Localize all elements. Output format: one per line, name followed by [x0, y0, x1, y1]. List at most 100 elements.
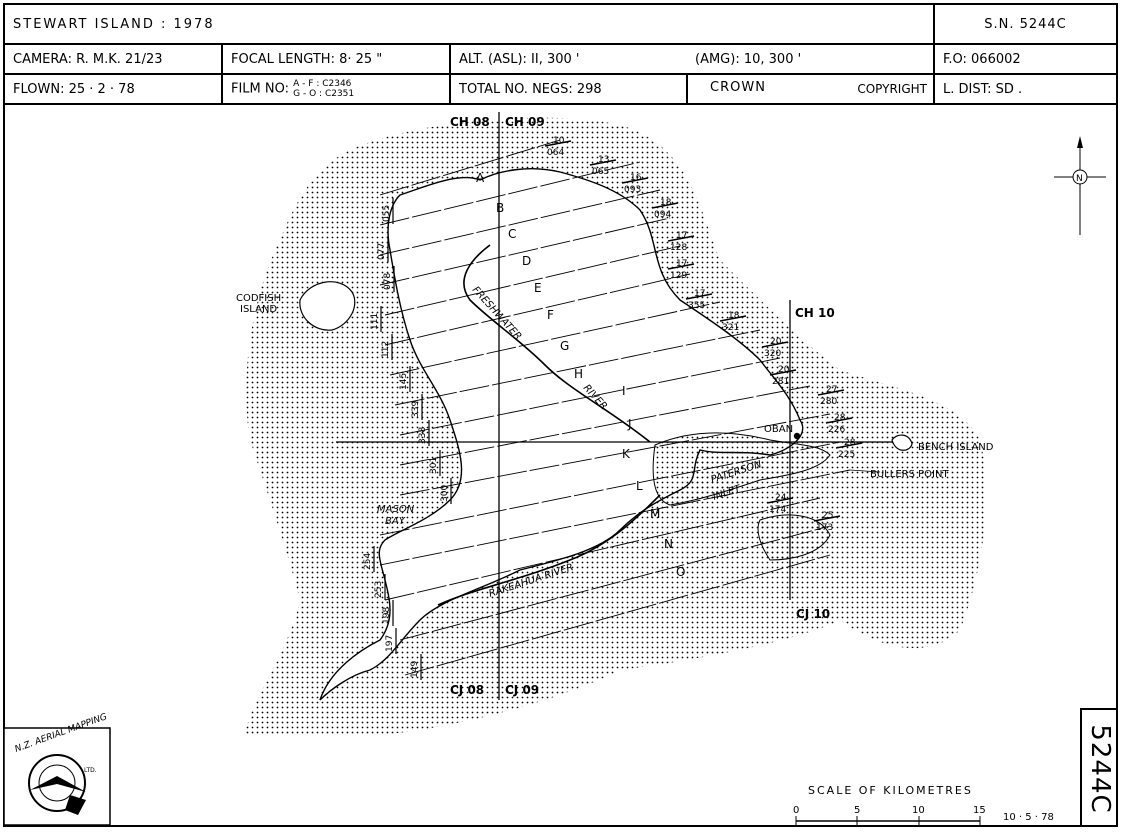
film-cell: FILM NO: A - F : C2346 G - O : C2351 [221, 73, 451, 105]
right-frame-bottom: 093 [624, 185, 641, 195]
scale-tick-10: 10 [912, 805, 925, 816]
left-frame-numbers: 0550770781111121453393383013002542531981… [363, 198, 452, 680]
run-letter-o: O [676, 565, 685, 579]
right-frame-bottom: 173 [816, 523, 833, 533]
right-frame-divider [685, 293, 713, 300]
right-frame-top: 28 [834, 413, 846, 423]
run-letter-g: G [560, 339, 569, 353]
film-a: A - F : C2346 [293, 79, 352, 89]
scale-tick-0: 0 [793, 805, 799, 816]
header-table: STEWART ISLAND : 1978 S.N. 5244C CAMERA:… [3, 3, 1118, 105]
camera-cell: CAMERA: R. M.K. 21/23 [3, 43, 223, 75]
oban-dot [793, 432, 801, 440]
right-frame-bottom: 281 [772, 377, 789, 387]
right-frame-top: 25 [822, 511, 833, 521]
flight-runs [379, 139, 851, 676]
scale-bar: 0 5 10 15 [793, 805, 986, 826]
run-letter-m: M [650, 507, 660, 521]
left-frame-112: 112 [381, 341, 391, 358]
right-frame-bottom: 128 [670, 243, 687, 253]
crown-text: CROWN [710, 80, 766, 95]
right-frame-top: 27 [826, 385, 837, 395]
right-frame-divider [651, 202, 679, 209]
rakeahua-river [437, 494, 661, 606]
right-frame-bottom: 129 [670, 271, 687, 281]
alt-amg-cell: (AMG): 10, 300 ' [687, 43, 935, 75]
north-arrow-icon: N [1054, 136, 1106, 235]
right-frame-top: 10 [553, 136, 565, 146]
grid-label-ch09: CH 09 [505, 115, 545, 129]
codfish-island-shape [299, 281, 356, 331]
mason-label-2: BAY [385, 516, 406, 527]
run-letter-h: H [574, 367, 583, 381]
right-frame-divider [667, 235, 695, 242]
mason-label-1: MASON [377, 504, 415, 515]
right-frame-divider [835, 442, 863, 449]
left-frame-300: 300 [440, 485, 450, 502]
left-frame-077: 077 [377, 243, 387, 260]
film-label: FILM NO: [231, 81, 290, 97]
right-frame-divider [621, 177, 649, 184]
focal-length-cell: FOCAL LENGTH: 8· 25 " [221, 43, 451, 75]
right-frame-bottom: 174 [769, 505, 786, 515]
run-letter-k: K [622, 447, 631, 461]
map-date: 10 · 5 · 78 [1003, 812, 1054, 823]
right-frame-top: 24 [775, 493, 787, 503]
oban-label: OBAN [764, 424, 793, 435]
right-frame-divider [589, 159, 617, 166]
right-frame-top: 18 [660, 198, 672, 208]
grid-label-ch08: CH 08 [450, 115, 490, 129]
scale-title: SCALE OF KILOMETRES [808, 784, 973, 797]
film-numbers: A - F : C2346 G - O : C2351 [293, 79, 354, 99]
left-frame-055: 055 [382, 205, 392, 222]
right-frame-top: 28 [844, 438, 856, 448]
right-frame-bottom: 065 [592, 167, 609, 177]
run-letter-j: J [627, 417, 632, 431]
right-frame-divider [761, 341, 789, 348]
left-frame-197: 197 [385, 635, 395, 652]
right-frame-divider [667, 263, 695, 270]
right-frame-top: 17 [676, 231, 687, 241]
right-frame-top: 13 [598, 155, 609, 165]
scale-tick-5: 5 [854, 805, 860, 816]
right-frame-bottom: 225 [838, 450, 855, 460]
right-frame-numbers: 1006413065160931809417128171291735518321… [544, 136, 863, 533]
left-frame-078: 078 [383, 273, 393, 290]
run-letter-l: L [636, 479, 643, 493]
right-frame-divider [825, 417, 853, 424]
right-frame-bottom: 320 [764, 349, 781, 359]
film-b: G - O : C2351 [293, 89, 355, 99]
map-title: STEWART ISLAND : 1978 [3, 3, 935, 45]
right-frame-divider [813, 515, 841, 522]
grid-label-ch10: CH 10 [795, 306, 835, 320]
ldist-cell: L. DIST: SD . [933, 73, 1118, 105]
run-letter-a: A [476, 171, 485, 185]
right-frame-bottom: 094 [654, 210, 671, 220]
right-frame-top: 17 [676, 259, 687, 269]
run-letter-i: I [622, 384, 626, 398]
right-frame-top: 20 [770, 337, 782, 347]
side-sheet-id: 5244C [1080, 708, 1118, 827]
right-frame-top: 18 [728, 311, 740, 321]
left-frame-145: 145 [399, 373, 409, 390]
grid-label-cj10: CJ 10 [796, 607, 830, 621]
left-frame-111: 111 [370, 313, 380, 330]
right-frame-bottom: 064 [547, 148, 564, 158]
right-frame-bottom: 280 [820, 397, 837, 407]
codfish-label-1: CODFISH [236, 293, 281, 304]
